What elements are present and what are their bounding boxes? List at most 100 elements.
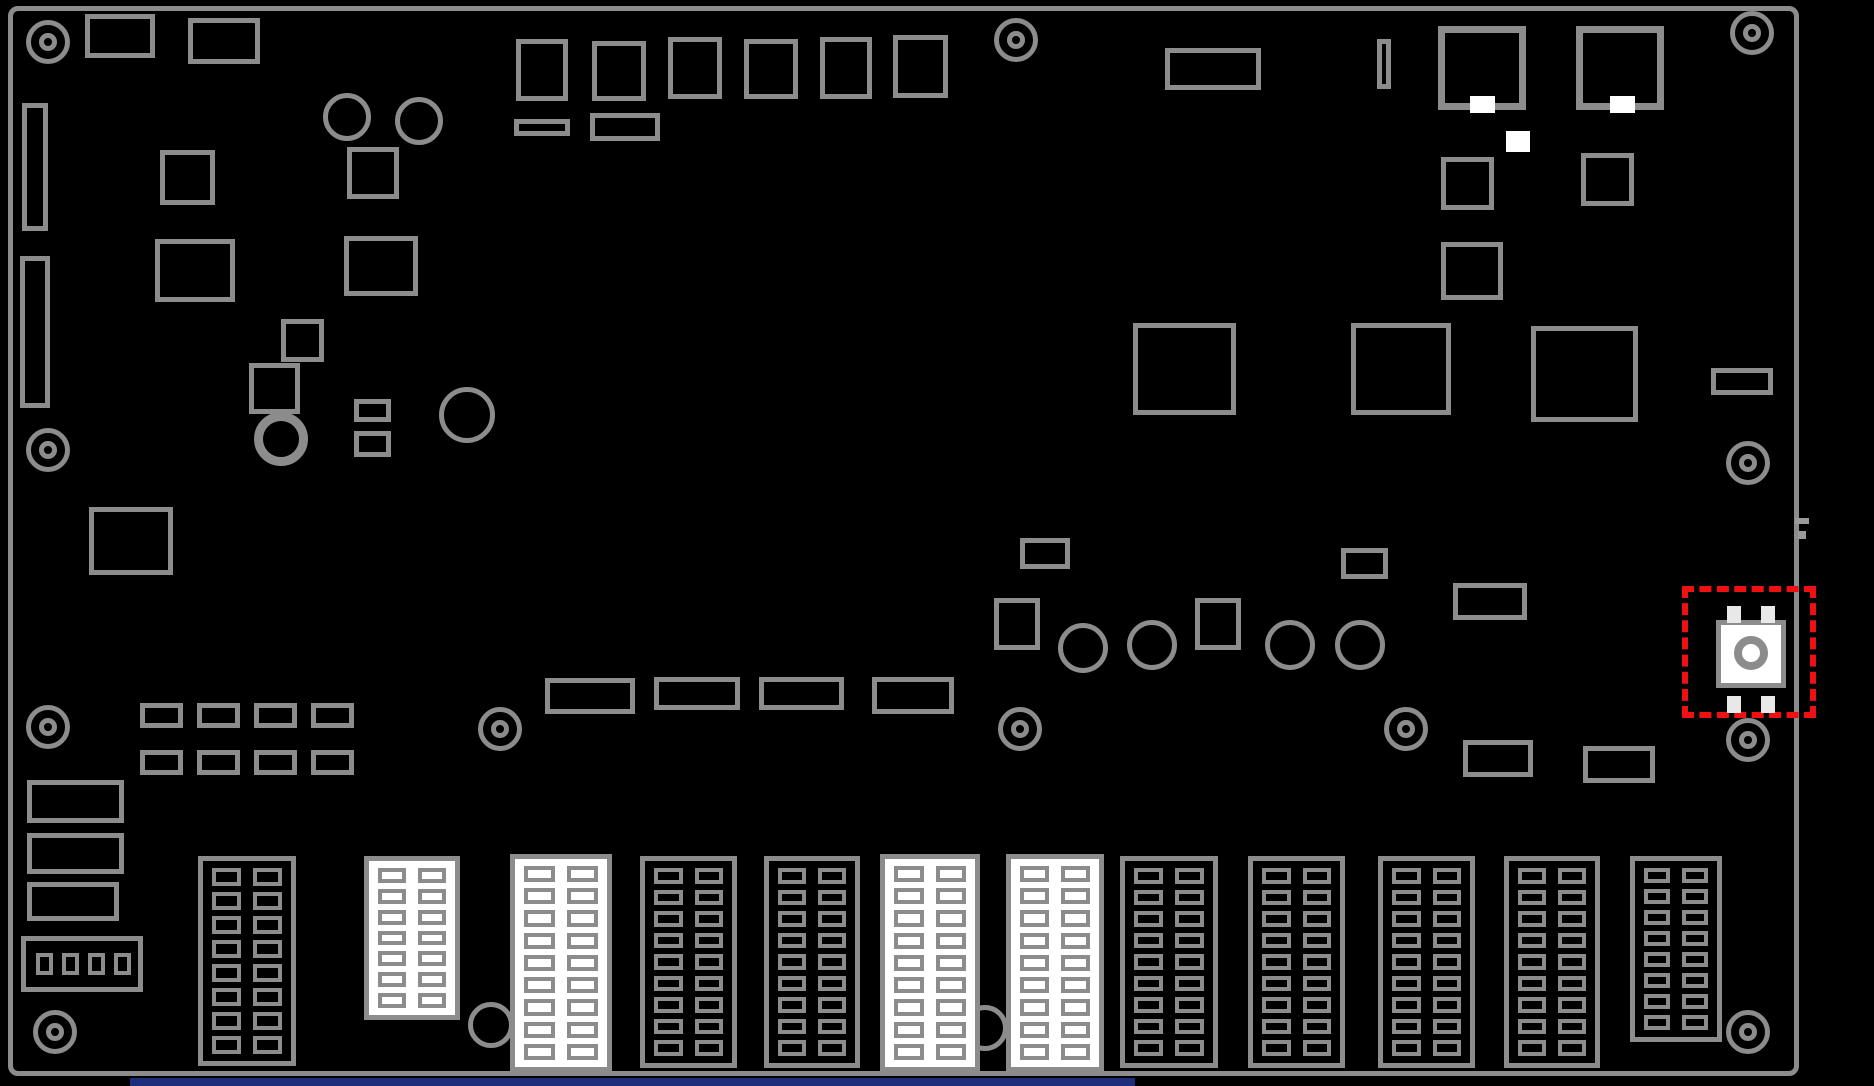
connector-pin bbox=[418, 888, 446, 904]
connector-pin bbox=[1518, 868, 1546, 884]
connector-pin bbox=[1682, 973, 1708, 988]
connector-pin bbox=[778, 889, 806, 906]
connector-pin bbox=[1518, 1040, 1546, 1056]
connector-pin bbox=[418, 972, 446, 988]
connector-pin bbox=[1302, 889, 1331, 906]
connector-pin bbox=[1262, 954, 1291, 970]
connector-pin bbox=[1020, 888, 1049, 905]
smd-component bbox=[155, 239, 235, 302]
mounting-hole bbox=[478, 707, 522, 751]
connector-pin bbox=[694, 1040, 723, 1056]
connector-pin bbox=[1302, 868, 1331, 884]
connector-pin bbox=[1302, 975, 1331, 992]
connector-pin bbox=[778, 1040, 806, 1056]
connector-pin bbox=[253, 868, 282, 886]
connector-pin bbox=[1061, 910, 1090, 927]
connector-pin bbox=[1558, 889, 1586, 906]
ic-chip bbox=[1531, 326, 1638, 422]
connector-pin bbox=[818, 932, 846, 949]
connector-pin bbox=[1518, 889, 1546, 906]
connector-pin bbox=[1392, 1040, 1421, 1056]
connector-pin bbox=[1644, 910, 1670, 925]
connector-pin bbox=[1175, 1018, 1204, 1035]
connector-pin bbox=[1644, 973, 1670, 988]
connector-pin bbox=[936, 866, 966, 883]
smd-component bbox=[1711, 368, 1773, 395]
connector-pin bbox=[1432, 1040, 1461, 1056]
connector-pin bbox=[1061, 977, 1090, 994]
smd-component bbox=[820, 37, 872, 99]
connector-pin bbox=[778, 1018, 806, 1035]
connector-pin bbox=[654, 911, 683, 927]
smd-component bbox=[514, 119, 570, 136]
connector-pin bbox=[1302, 1018, 1331, 1035]
connector-pin bbox=[1392, 997, 1421, 1013]
pin-header-connector bbox=[1120, 856, 1218, 1068]
connector-pin bbox=[418, 868, 446, 883]
pin-header-connector bbox=[640, 856, 737, 1068]
connector-pin bbox=[1558, 1040, 1586, 1056]
smd-component bbox=[89, 507, 173, 575]
connector-pin-grid bbox=[894, 866, 966, 1060]
connector-pin bbox=[378, 930, 406, 946]
connector-pin bbox=[253, 940, 282, 958]
smd-component bbox=[27, 780, 124, 823]
connector-pin bbox=[1432, 932, 1461, 949]
connector-pin bbox=[894, 910, 924, 927]
connector-pin-grid bbox=[654, 868, 723, 1056]
edge-component bbox=[20, 256, 50, 408]
smd-pad bbox=[311, 750, 354, 775]
capacitor bbox=[395, 97, 443, 145]
connector-pin bbox=[1682, 868, 1708, 883]
connector-pin bbox=[818, 911, 846, 927]
smd-component bbox=[281, 319, 324, 362]
connector-pin bbox=[1432, 1018, 1461, 1035]
connector-pin bbox=[212, 868, 241, 886]
mounting-hole-inner bbox=[1007, 31, 1025, 49]
connector-pin bbox=[378, 888, 406, 904]
mounting-hole-inner bbox=[491, 720, 509, 738]
connector-pin bbox=[654, 932, 683, 949]
push-button-pad bbox=[1761, 696, 1775, 713]
mounting-hole bbox=[1384, 707, 1428, 751]
connector-pin bbox=[212, 916, 241, 934]
capacitor bbox=[1127, 620, 1177, 670]
connector-pin bbox=[1020, 910, 1049, 927]
connector-pin bbox=[567, 977, 598, 994]
ic-chip bbox=[1133, 323, 1236, 415]
mounting-hole bbox=[1726, 718, 1770, 762]
mounting-hole-inner bbox=[1397, 720, 1415, 738]
dip-switch-pin bbox=[88, 953, 105, 975]
connector-pin bbox=[567, 1021, 598, 1038]
connector-pin bbox=[778, 868, 806, 884]
connector-pin bbox=[1175, 911, 1204, 927]
smd-pad bbox=[1506, 131, 1530, 152]
smd-component bbox=[188, 18, 260, 64]
connector-pin bbox=[1175, 889, 1204, 906]
connector-pin bbox=[378, 909, 406, 925]
connector-pin bbox=[778, 975, 806, 992]
pin1-marker bbox=[1470, 96, 1495, 113]
connector-pin bbox=[818, 1040, 846, 1056]
smd-pad bbox=[311, 703, 354, 728]
connector-pin bbox=[894, 888, 924, 905]
smd-component bbox=[160, 150, 215, 205]
connector-pin bbox=[418, 930, 446, 946]
connector-pin bbox=[1644, 952, 1670, 967]
connector-pin bbox=[1558, 932, 1586, 949]
mounting-hole bbox=[26, 20, 70, 64]
mounting-hole bbox=[1726, 441, 1770, 485]
connector-pin bbox=[894, 1043, 924, 1060]
connector-pin bbox=[1134, 1018, 1163, 1035]
smd-component bbox=[1341, 548, 1388, 579]
connector-pin bbox=[694, 954, 723, 970]
connector-pin-grid bbox=[778, 868, 846, 1056]
connector-pin bbox=[1262, 911, 1291, 927]
smd-component bbox=[1020, 538, 1070, 569]
connector-pin bbox=[894, 954, 924, 972]
connector-pin bbox=[694, 932, 723, 949]
connector-pin bbox=[1061, 1021, 1090, 1038]
pin-header-connector bbox=[1006, 854, 1104, 1072]
connector-pin bbox=[1392, 1018, 1421, 1035]
